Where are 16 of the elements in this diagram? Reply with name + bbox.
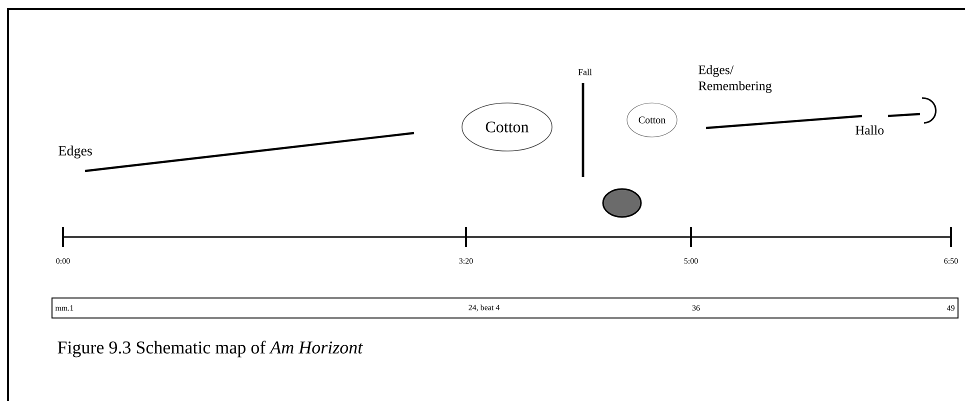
time-label: 0:00 <box>56 258 70 264</box>
ellipse-label: Cotton <box>462 102 552 152</box>
section-label: Edges/ Remembering <box>698 65 772 93</box>
measure-number: 24, beat 4 <box>468 304 500 312</box>
section-label: Fall <box>578 68 592 76</box>
section-label: Edges <box>58 146 92 158</box>
measure-number: 36 <box>692 305 700 311</box>
time-label: 5:00 <box>684 258 698 264</box>
section-label: Hallo <box>856 125 884 135</box>
time-label: 3:20 <box>459 258 473 264</box>
measure-number: mm.1 <box>55 305 74 311</box>
measure-number: 49 <box>946 305 954 311</box>
filled-ellipse <box>602 188 642 218</box>
ellipse-label: Cotton <box>626 102 678 138</box>
time-label: 6:50 <box>944 258 958 264</box>
figure-caption: Figure 9.3 Schematic map of Am Horizont <box>58 340 363 358</box>
